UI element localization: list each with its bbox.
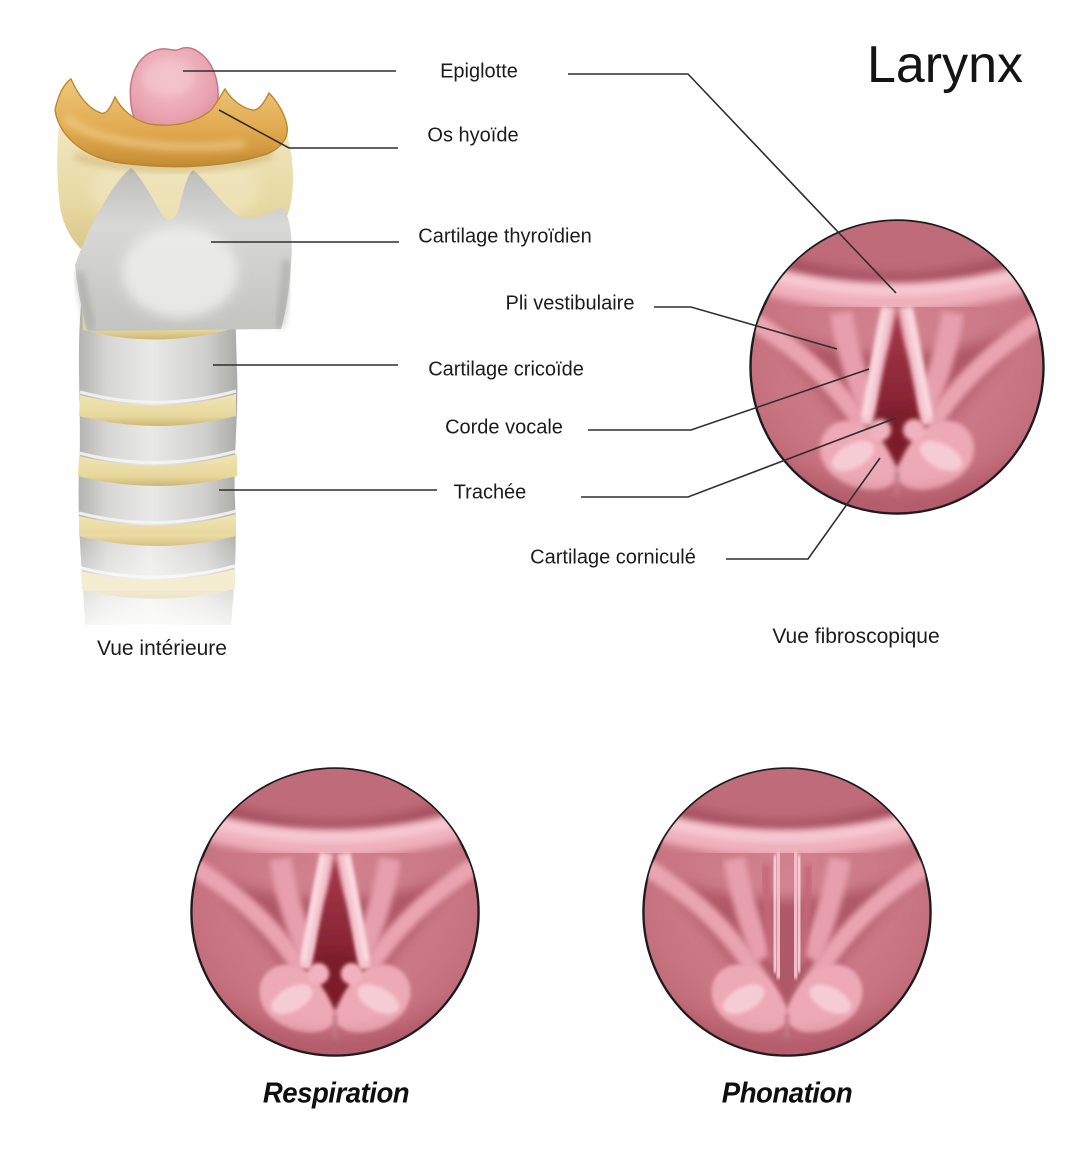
trachea-shape	[65, 302, 265, 640]
respiration-illustration	[188, 765, 482, 1059]
label-trachee: Trachée	[453, 481, 527, 504]
thyroid-cartilage-shape	[75, 168, 292, 331]
page-title: Larynx	[866, 36, 1024, 94]
fibroscopic-view-illustration	[747, 217, 1047, 517]
label-epiglotte: Epiglotte	[440, 60, 518, 83]
phonation-illustration	[640, 765, 934, 1059]
caption-phonation: Phonation	[721, 1077, 853, 1110]
anterior-larynx-illustration	[54, 46, 293, 640]
epiglottis-shape	[129, 46, 219, 133]
label-cartilage-cornicule: Cartilage corniculé	[530, 546, 696, 569]
label-pli-vestibulaire: Pli vestibulaire	[505, 292, 635, 315]
caption-vue-fibroscopique: Vue fibroscopique	[772, 625, 940, 648]
caption-respiration: Respiration	[262, 1077, 410, 1110]
label-cartilage-cricoide: Cartilage cricoïde	[428, 358, 584, 381]
label-os-hyoide: Os hyoïde	[427, 124, 519, 147]
label-corde-vocale: Corde vocale	[445, 416, 563, 439]
caption-vue-interieure: Vue intérieure	[97, 637, 227, 660]
label-cartilage-thyroidien: Cartilage thyroïdien	[418, 225, 592, 248]
